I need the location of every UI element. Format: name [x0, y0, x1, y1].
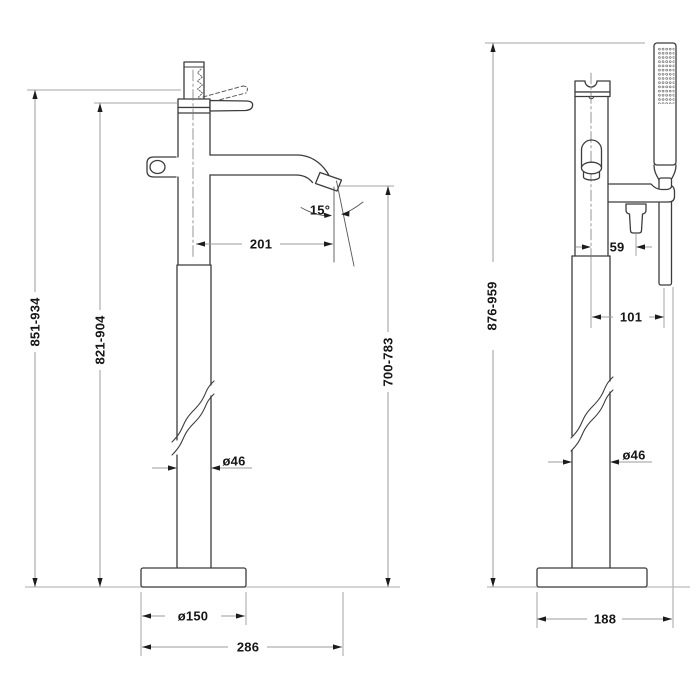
extension-lines	[27, 42, 674, 656]
dim-front-base-diameter: ø150	[177, 608, 209, 624]
spout-angle-lines	[300, 180, 364, 267]
dim-front-overall-height: 851-934	[27, 297, 43, 347]
dim-side-shower-offset: 101	[619, 309, 643, 325]
dim-front-spout-height: 700-783	[380, 337, 396, 387]
dim-side-base-depth: 188	[593, 611, 617, 627]
dim-side-overall-height: 876-959	[484, 281, 500, 331]
side-view-drawing	[536, 42, 677, 588]
dim-front-column-diameter: ø46	[222, 453, 246, 469]
dim-side-column-diameter: ø46	[622, 447, 646, 463]
dim-front-spout-angle: 15°	[309, 202, 331, 218]
dim-side-diverter-offset: 59	[609, 239, 625, 255]
dim-front-spout-reach: 201	[249, 236, 273, 252]
dimension-arrows	[32, 43, 672, 650]
dim-front-handle-height: 821-904	[92, 315, 108, 365]
dim-front-overall-depth: 286	[236, 639, 260, 655]
dimension-lines	[34, 43, 672, 648]
front-view-drawing	[140, 61, 364, 588]
